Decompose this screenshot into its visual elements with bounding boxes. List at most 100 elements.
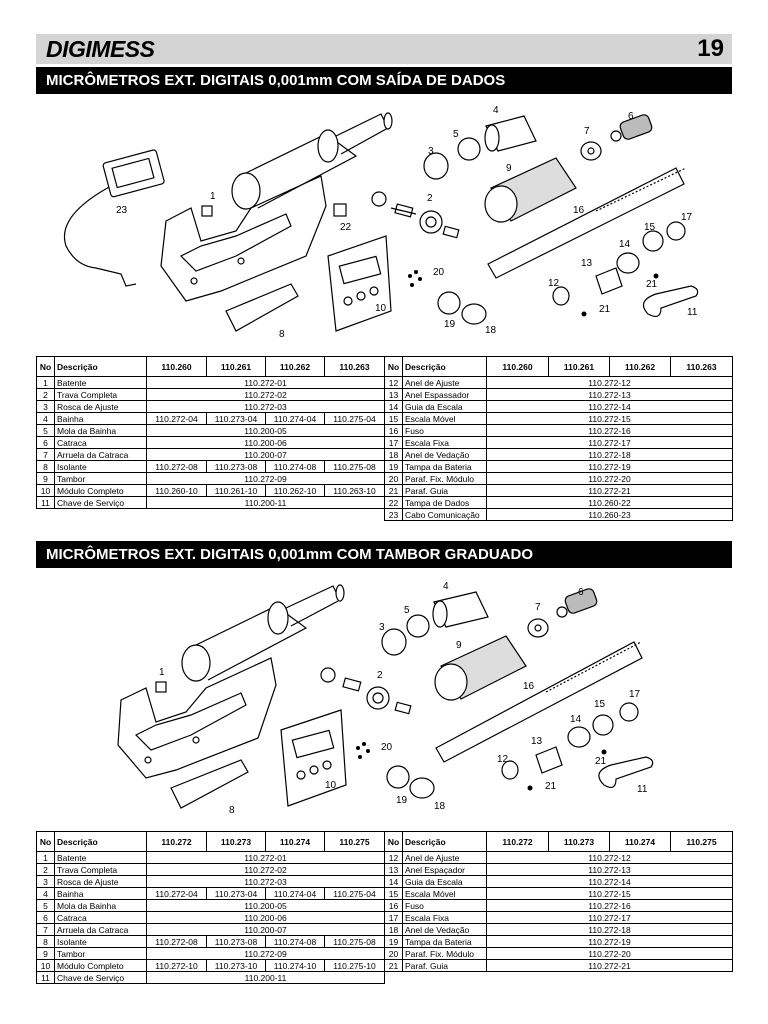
part-description: Fuso bbox=[402, 424, 487, 437]
part-number: 9 bbox=[36, 947, 55, 960]
part-number: 6 bbox=[36, 911, 55, 924]
callout-label: 7 bbox=[535, 602, 541, 613]
part-description: Trava Completa bbox=[54, 863, 147, 876]
part-number: 22 bbox=[384, 496, 403, 509]
part-code: 110.272-19 bbox=[486, 460, 733, 473]
part-code: 110.274-10 bbox=[265, 959, 325, 972]
brand-logo: DIGIMESS bbox=[46, 36, 155, 62]
part-code: 110.272-18 bbox=[486, 923, 733, 936]
part-code: 110.272-04 bbox=[146, 412, 207, 425]
callout-label: 11 bbox=[687, 307, 698, 318]
callout-label: 10 bbox=[325, 780, 337, 791]
part-code: 110.272-21 bbox=[486, 484, 733, 497]
callout-label: 11 bbox=[637, 784, 648, 795]
callout-label: 21 bbox=[595, 756, 607, 767]
part-description: Anel de Vedação bbox=[402, 923, 487, 936]
callout-label: 16 bbox=[523, 681, 535, 692]
part-code: 110.200-11 bbox=[146, 496, 385, 509]
callout-label: 2 bbox=[427, 193, 433, 204]
callout-label: 10 bbox=[375, 303, 387, 314]
part-description: Catraca bbox=[54, 911, 147, 924]
part-code: 110.272-15 bbox=[486, 412, 733, 425]
callout-label: 8 bbox=[279, 329, 285, 340]
part-number: 16 bbox=[384, 424, 403, 437]
part-code: 110.272-08 bbox=[146, 935, 207, 948]
part-description: Mola da Bainha bbox=[54, 424, 147, 437]
part-description: Escala Fixa bbox=[402, 911, 487, 924]
callout-label: 14 bbox=[570, 714, 582, 725]
part-description: Bainha bbox=[54, 887, 147, 900]
part-number: 18 bbox=[384, 923, 403, 936]
part-number: 10 bbox=[36, 484, 55, 497]
part-code: 110.275-08 bbox=[324, 935, 385, 948]
part-code: 110.273-08 bbox=[206, 460, 266, 473]
part-code: 110.272-15 bbox=[486, 887, 733, 900]
callout-label: 15 bbox=[594, 699, 606, 710]
column-header: Descrição bbox=[54, 831, 147, 852]
part-description: Anel Espassador bbox=[402, 388, 487, 401]
part-description: Anel Espaçador bbox=[402, 863, 487, 876]
part-number: 3 bbox=[36, 875, 55, 888]
part-code: 110.261-10 bbox=[206, 484, 266, 497]
column-header: 110.262 bbox=[609, 356, 671, 377]
section-title-graduated-thimble: MICRÔMETROS EXT. DIGITAIS 0,001mm COM TA… bbox=[36, 541, 732, 568]
part-code: 110.272-12 bbox=[486, 851, 733, 864]
column-header: 110.261 bbox=[548, 356, 610, 377]
callout-label: 9 bbox=[506, 163, 512, 174]
part-description: Chave de Serviço bbox=[54, 496, 147, 509]
part-code: 110.274-08 bbox=[265, 935, 325, 948]
part-code: 110.263-10 bbox=[324, 484, 385, 497]
column-header: No bbox=[384, 356, 403, 377]
column-header: 110.272 bbox=[146, 831, 207, 852]
callout-label: 4 bbox=[493, 105, 499, 116]
part-description: Catraca bbox=[54, 436, 147, 449]
part-code: 110.274-04 bbox=[265, 887, 325, 900]
column-header: 110.275 bbox=[324, 831, 385, 852]
part-number: 20 bbox=[384, 947, 403, 960]
part-code: 110.272-19 bbox=[486, 935, 733, 948]
part-number: 3 bbox=[36, 400, 55, 413]
callout-label: 20 bbox=[381, 742, 393, 753]
callout-label: 22 bbox=[340, 222, 352, 233]
part-code: 110.272-13 bbox=[486, 388, 733, 401]
part-code: 110.272-21 bbox=[486, 959, 733, 972]
part-description: Batente bbox=[54, 376, 147, 389]
part-number: 16 bbox=[384, 899, 403, 912]
callout-label: 2 bbox=[377, 670, 383, 681]
callout-label: 23 bbox=[116, 205, 128, 216]
callout-label: 20 bbox=[433, 267, 445, 278]
callout-label: 19 bbox=[396, 795, 408, 806]
part-code: 110.200-07 bbox=[146, 923, 385, 936]
part-number: 14 bbox=[384, 875, 403, 888]
part-description: Escala Móvel bbox=[402, 887, 487, 900]
part-number: 13 bbox=[384, 388, 403, 401]
part-code: 110.272-17 bbox=[486, 436, 733, 449]
part-number: 12 bbox=[384, 851, 403, 864]
column-header: 110.263 bbox=[670, 356, 733, 377]
column-header: 110.262 bbox=[265, 356, 325, 377]
column-header: Descrição bbox=[402, 831, 487, 852]
callout-label: 4 bbox=[443, 581, 449, 592]
